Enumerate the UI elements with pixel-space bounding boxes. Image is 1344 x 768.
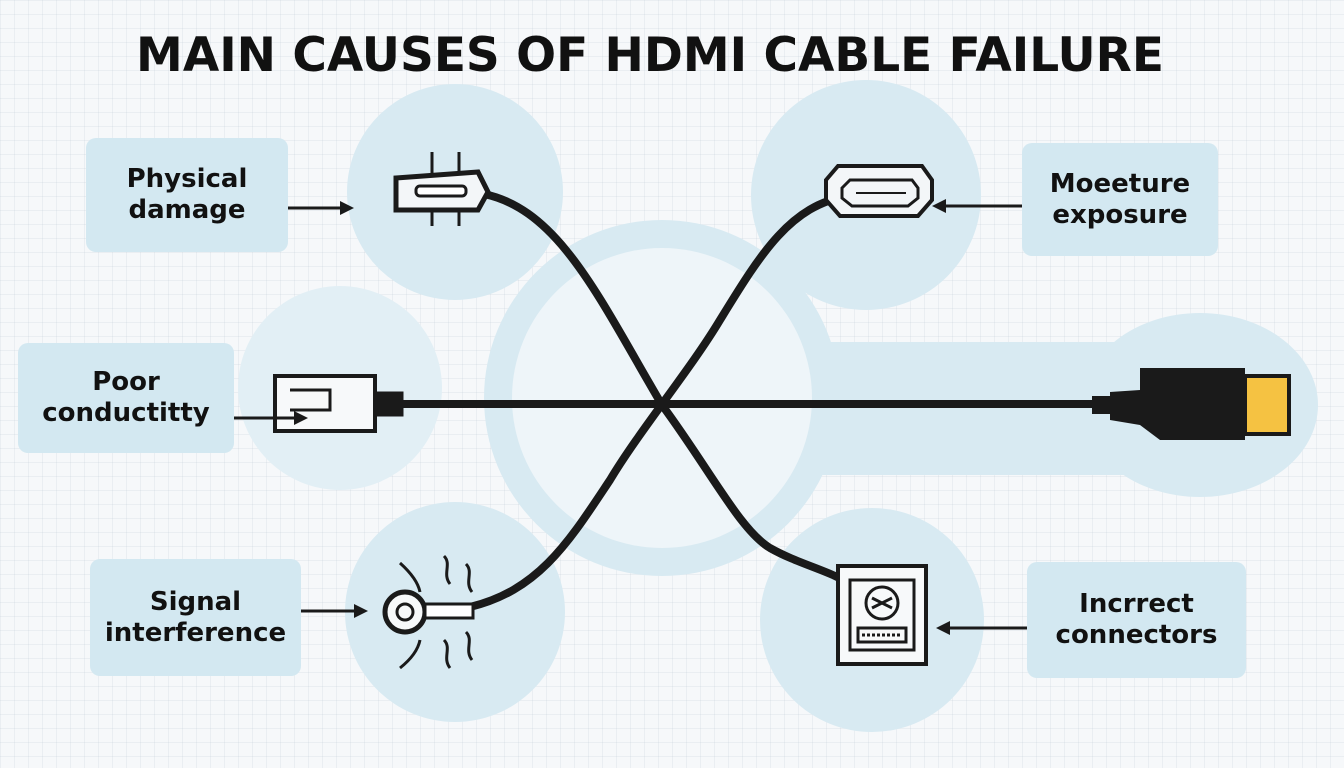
cause-label-line2: exposure [1052, 199, 1188, 230]
interference-ring-icon [382, 554, 475, 670]
cause-label-line2: connectors [1055, 620, 1218, 650]
arrow-signal [296, 604, 368, 618]
cause-label-line1: Moeeture [1049, 168, 1191, 199]
cause-poor-conductivity: Poor conductitty [18, 343, 234, 453]
cause-label-line1: Incrrect [1079, 589, 1194, 619]
cables [371, 190, 1114, 611]
cable-top-left [480, 190, 856, 590]
arrow-poor [230, 411, 308, 425]
hdmi-port-icon [824, 164, 934, 218]
cause-label-line1: Physical [126, 164, 248, 194]
page-title: MAIN CAUSES OF HDMI CABLE FAILURE [136, 28, 1164, 83]
arrows [230, 199, 1030, 635]
arrow-incorrect [936, 621, 1030, 635]
cause-label-line2: conductitty [42, 398, 210, 428]
damaged-connector-icon [393, 152, 491, 226]
cause-incorrect-connectors: Incrrect connectors [1027, 562, 1246, 678]
port-socket-icon [836, 564, 928, 666]
arrow-physical [284, 201, 354, 215]
cause-moisture-exposure: Moeeture exposure [1022, 143, 1218, 256]
cause-signal-interference: Signal interference [90, 559, 301, 676]
ethernet-plug-icon [273, 374, 404, 433]
cause-label-line1: Signal [149, 586, 242, 617]
cause-physical-damage: Physical damage [86, 138, 288, 252]
arrow-moisture [932, 199, 1024, 213]
cause-label-line2: interference [104, 617, 287, 648]
cause-label-line1: Poor [92, 367, 160, 397]
cause-label-line2: damage [128, 195, 246, 225]
hdmi-plug-icon [1092, 368, 1291, 440]
